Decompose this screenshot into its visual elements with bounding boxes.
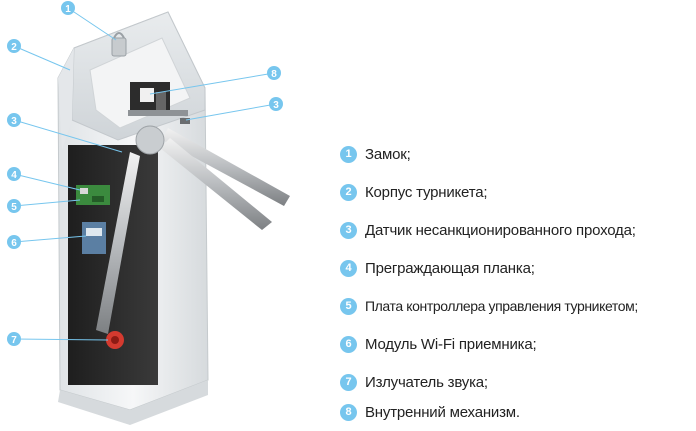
callout-5: 5 [7,199,21,213]
legend-label: Излучатель звука; [365,373,488,391]
svg-text:2: 2 [11,42,17,53]
wifi-module [82,222,106,254]
legend-item: 5 Плата контроллера управления турникето… [340,295,638,317]
callout-7: 7 [7,332,21,346]
legend-label: Плата контроллера управления турникетом; [365,298,638,314]
legend-badge: 5 [340,297,357,315]
blocking-bar [96,125,290,334]
legend-label: Преграждающая планка; [365,259,535,277]
legend-badge: 3 [340,221,357,239]
legend-item: 4 Преграждающая планка; [340,257,535,279]
lock-component [111,32,127,57]
legend-item: 8 Внутренний механизм. [340,401,520,423]
svg-text:6: 6 [11,238,17,249]
callout-4: 4 [7,167,21,181]
legend-badge: 7 [340,373,357,391]
svg-text:1: 1 [65,4,71,15]
callout-8: 8 [267,66,281,80]
legend-item: 7 Излучатель звука; [340,371,488,393]
legend-item: 3 Датчик несанкционированного прохода; [340,219,636,241]
legend-label: Замок; [365,145,411,163]
legend-badge: 1 [340,145,357,163]
callout-3-left: 3 [7,113,21,127]
legend-label: Корпус турникета; [365,183,488,201]
legend-badge: 6 [340,335,357,353]
legend: 1 Замок; 2 Корпус турникета; 3 Датчик не… [340,0,696,431]
legend-badge: 2 [340,183,357,201]
internal-mechanism [128,82,188,116]
legend-badge: 4 [340,259,357,277]
legend-label: Модуль Wi-Fi приемника; [365,335,537,353]
legend-label: Внутренний механизм. [365,403,520,421]
controller-board [76,185,110,205]
sound-emitter [106,331,124,349]
legend-item: 1 Замок; [340,143,411,165]
callout-3-right: 3 [269,97,283,111]
callout-2: 2 [7,39,21,53]
legend-badge: 8 [340,403,357,421]
svg-text:3: 3 [273,100,279,111]
legend-item: 6 Модуль Wi-Fi приемника; [340,333,537,355]
svg-text:8: 8 [271,69,277,80]
turnstile-base [58,380,208,425]
callout-1: 1 [61,1,75,15]
callout-lines [13,7,277,341]
svg-text:5: 5 [11,202,17,213]
callout-6: 6 [7,235,21,249]
svg-text:4: 4 [11,170,17,181]
legend-item: 2 Корпус турникета; [340,181,488,203]
svg-text:3: 3 [11,116,17,127]
legend-label: Датчик несанкционированного прохода; [365,221,636,239]
callout-badges: 1 2 3 3 4 5 6 7 [7,1,283,346]
svg-text:7: 7 [11,335,17,346]
